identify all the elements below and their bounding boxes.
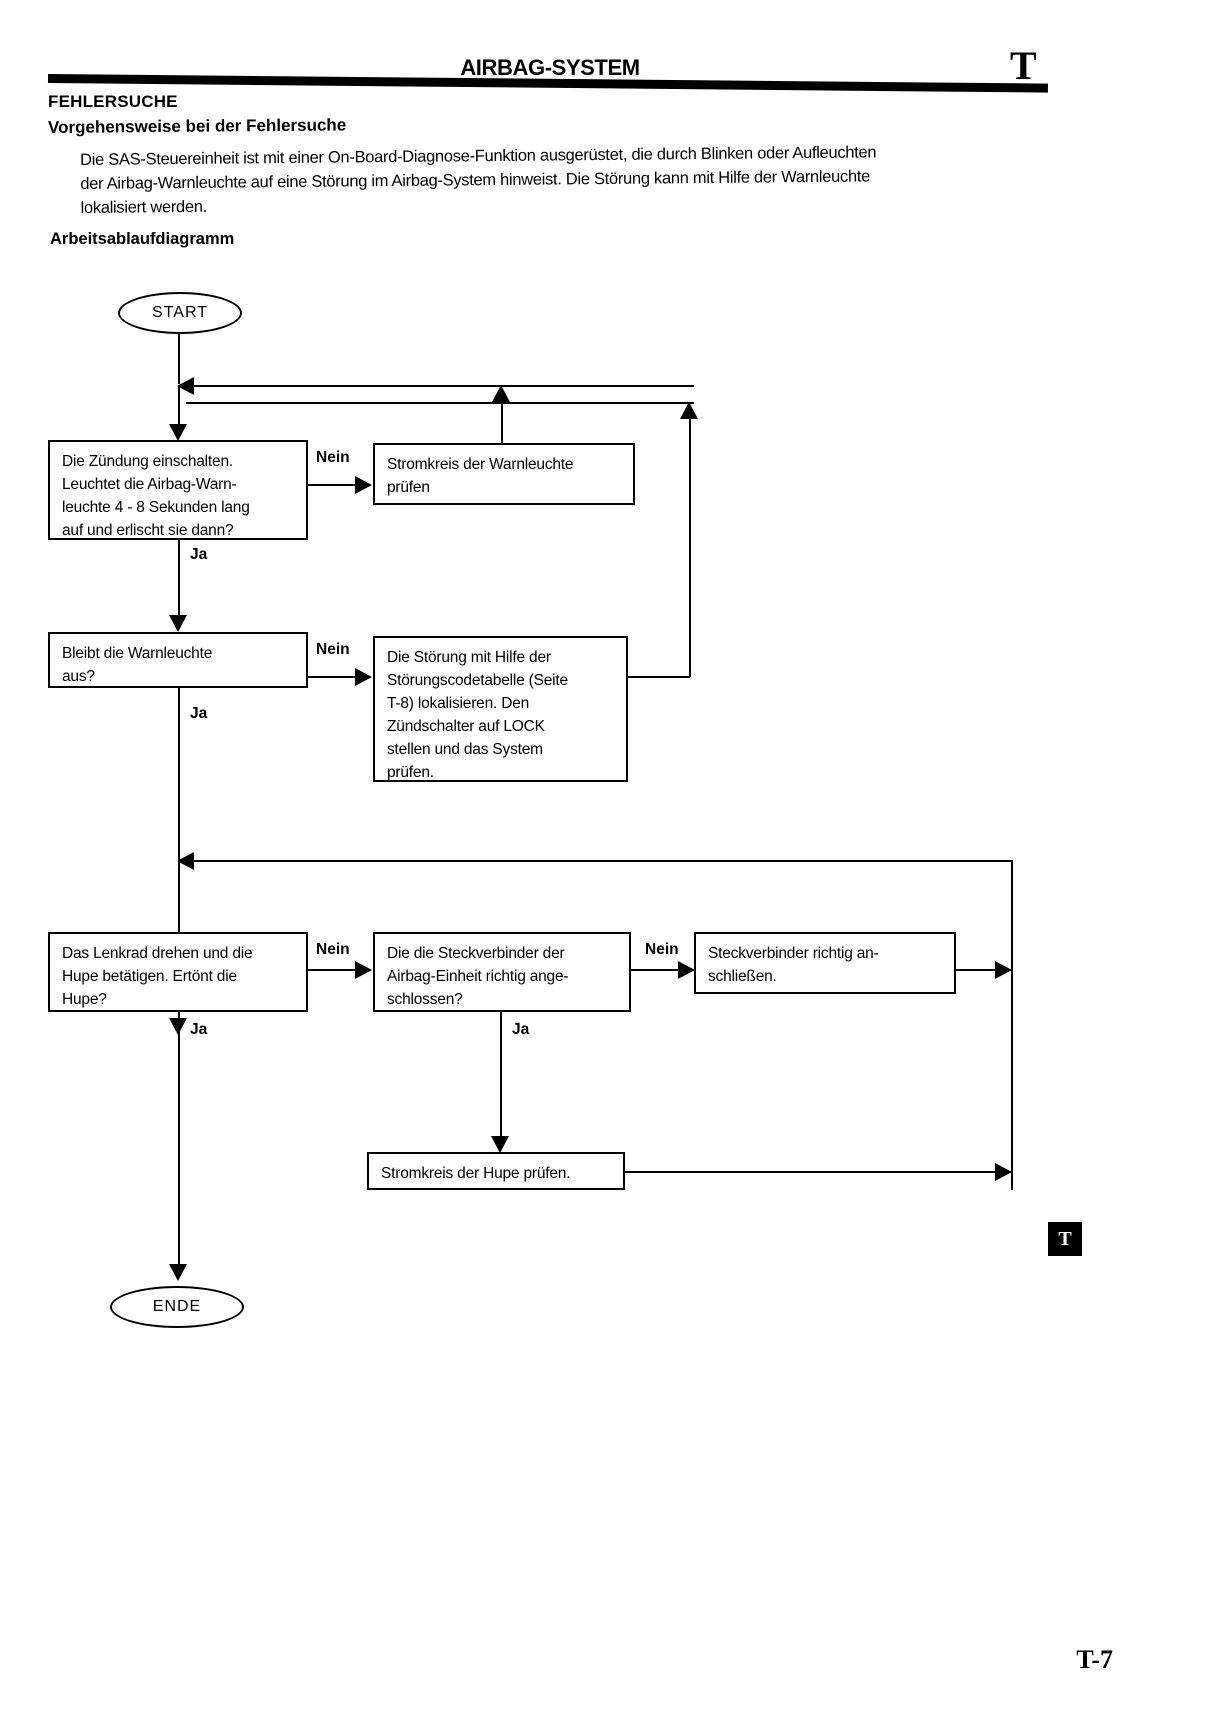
- edge-q4-yes-to-a5: [500, 1012, 502, 1148]
- flow-node-a2-line-1: Die Störung mit Hilfe der: [387, 649, 551, 666]
- flow-node-q4-line-3: schlossen?: [387, 991, 463, 1008]
- flow-node-a1-line-2: prüfen: [387, 479, 430, 496]
- flow-node-q1-line-3: leuchte 4 - 8 Sekunden lang: [62, 499, 250, 516]
- flow-node-q2-line-2: aus?: [62, 668, 95, 685]
- arrowhead-return-bus-top: [177, 377, 194, 395]
- edge-q3-to-q4: [308, 969, 358, 971]
- flow-node-q3: Das Lenkrad drehen und die Hupe betätige…: [48, 932, 308, 1012]
- header-section-letter: T: [1010, 43, 1037, 88]
- arrowhead-into-q2: [169, 615, 187, 632]
- flow-node-q4-line-1: Die die Steckverbinder der: [387, 945, 565, 962]
- side-tab-letter: T: [1058, 1227, 1072, 1250]
- edge-a5-right: [625, 1171, 1011, 1173]
- arrowhead-a5-to-bus: [995, 1163, 1012, 1181]
- edge-q4-to-a4: [631, 969, 683, 971]
- arrowhead-into-a1: [355, 476, 372, 494]
- edge-return-bus-top2: [186, 402, 694, 404]
- arrowhead-return-bus-mid: [177, 852, 194, 870]
- arrowhead-into-a2: [355, 668, 372, 686]
- flow-node-q1: Die Zündung einschalten. Leuchtet die Ai…: [48, 440, 308, 540]
- edge-far-right-riser: [1011, 860, 1013, 1190]
- flow-node-a2-line-2: Störungscodetabelle (Seite: [387, 672, 568, 689]
- edge-return-bus-top: [186, 385, 694, 387]
- flow-node-q3-line-1: Das Lenkrad drehen und die: [62, 945, 253, 962]
- flow-node-q4: Die die Steckverbinder der Airbag-Einhei…: [373, 932, 631, 1012]
- edge-label-q2-ja: Ja: [190, 705, 208, 722]
- edge-a4-right: [956, 969, 1011, 971]
- edge-start-to-loop-junction: [178, 334, 180, 384]
- edge-a1-to-return-bus: [501, 394, 503, 444]
- flow-node-q1-line-1: Die Zündung einschalten.: [62, 453, 233, 470]
- flow-end-label: ENDE: [152, 1298, 202, 1315]
- arrowhead-into-a4: [678, 961, 695, 979]
- edge-label-q3-nein: Nein: [316, 941, 350, 958]
- flow-node-a2-line-5: stellen und das System: [387, 741, 543, 758]
- edge-label-q4-ja: Ja: [512, 1021, 530, 1038]
- side-tab-marker: T: [1048, 1222, 1082, 1256]
- arrowhead-a2-return: [680, 402, 698, 419]
- flow-node-a4: Steckverbinder richtig an- schließen.: [694, 932, 956, 994]
- flow-node-a4-line-1: Steckverbinder richtig an-: [708, 945, 879, 962]
- edge-label-q1-ja: Ja: [190, 546, 208, 563]
- flow-node-q3-line-3: Hupe?: [62, 991, 107, 1008]
- section-subheading-vorgehensweise: Vorgehensweise bei der Fehlersuche: [47, 115, 347, 137]
- flow-node-a2-line-6: prüfen.: [387, 764, 434, 781]
- flow-node-q3-line-2: Hupe betätigen. Ertönt die: [62, 968, 237, 985]
- section-heading-arbeitsablaufdiagramm: Arbeitsablaufdiagramm: [50, 230, 235, 248]
- edge-a2-right: [628, 676, 690, 678]
- intro-paragraph: Die SAS-Steuereinheit ist mit einer On-B…: [80, 139, 1063, 220]
- flow-node-a2: Die Störung mit Hilfe der Störungscodeta…: [373, 636, 628, 782]
- flow-node-q4-line-2: Airbag-Einheit richtig ange-: [387, 968, 569, 985]
- flow-start-label: START: [152, 304, 208, 321]
- edge-junction-to-q1: [178, 385, 180, 435]
- flow-node-a5-line-1: Stromkreis der Hupe prüfen.: [381, 1165, 571, 1182]
- section-heading-fehlersuche: FEHLERSUCHE: [48, 92, 178, 111]
- edge-label-q4-nein: Nein: [645, 941, 679, 958]
- arrowhead-a1-return: [492, 385, 510, 402]
- flow-node-a1-line-1: Stromkreis der Warnleuchte: [387, 456, 574, 473]
- edge-label-q2-nein: Nein: [316, 641, 350, 658]
- flow-end-terminator: ENDE: [110, 1286, 244, 1328]
- arrowhead-into-q1: [169, 424, 187, 441]
- flow-node-a4-line-2: schließen.: [708, 968, 777, 985]
- edge-return-bus-mid: [186, 860, 1013, 862]
- flow-node-q1-line-4: auf und erlischt sie dann?: [62, 522, 234, 539]
- flow-node-q2: Bleibt die Warnleuchte aus?: [48, 632, 308, 688]
- page-header-title: AIRBAG-SYSTEM: [460, 55, 640, 80]
- flow-start-terminator: START: [118, 292, 242, 334]
- page-number: T-7: [1076, 1645, 1113, 1674]
- edge-a2-up-to-bus: [689, 411, 691, 677]
- edge-q2-to-a2: [308, 676, 358, 678]
- arrowhead-a4-to-bus: [995, 961, 1012, 979]
- flow-node-a2-line-4: Zündschalter auf LOCK: [387, 718, 545, 735]
- edge-q1-to-a1: [308, 484, 358, 486]
- arrowhead-into-a5: [491, 1136, 509, 1153]
- flow-node-a1: Stromkreis der Warnleuchte prüfen: [373, 443, 635, 505]
- edge-label-q1-nein: Nein: [316, 449, 350, 466]
- edge-label-q3-ja: Ja: [190, 1021, 208, 1038]
- flow-node-a5: Stromkreis der Hupe prüfen.: [367, 1152, 625, 1190]
- arrowhead-into-q4: [355, 961, 372, 979]
- flow-node-a2-line-3: T-8) lokalisieren. Den: [387, 695, 530, 712]
- edge-q3-yes-to-end: [178, 1012, 180, 1276]
- edge-q1-yes-to-q2: [178, 540, 180, 626]
- flow-node-q2-line-1: Bleibt die Warnleuchte: [62, 645, 213, 662]
- flow-node-q1-line-2: Leuchtet die Airbag-Warn-: [62, 476, 237, 493]
- arrowhead-into-end: [169, 1264, 187, 1281]
